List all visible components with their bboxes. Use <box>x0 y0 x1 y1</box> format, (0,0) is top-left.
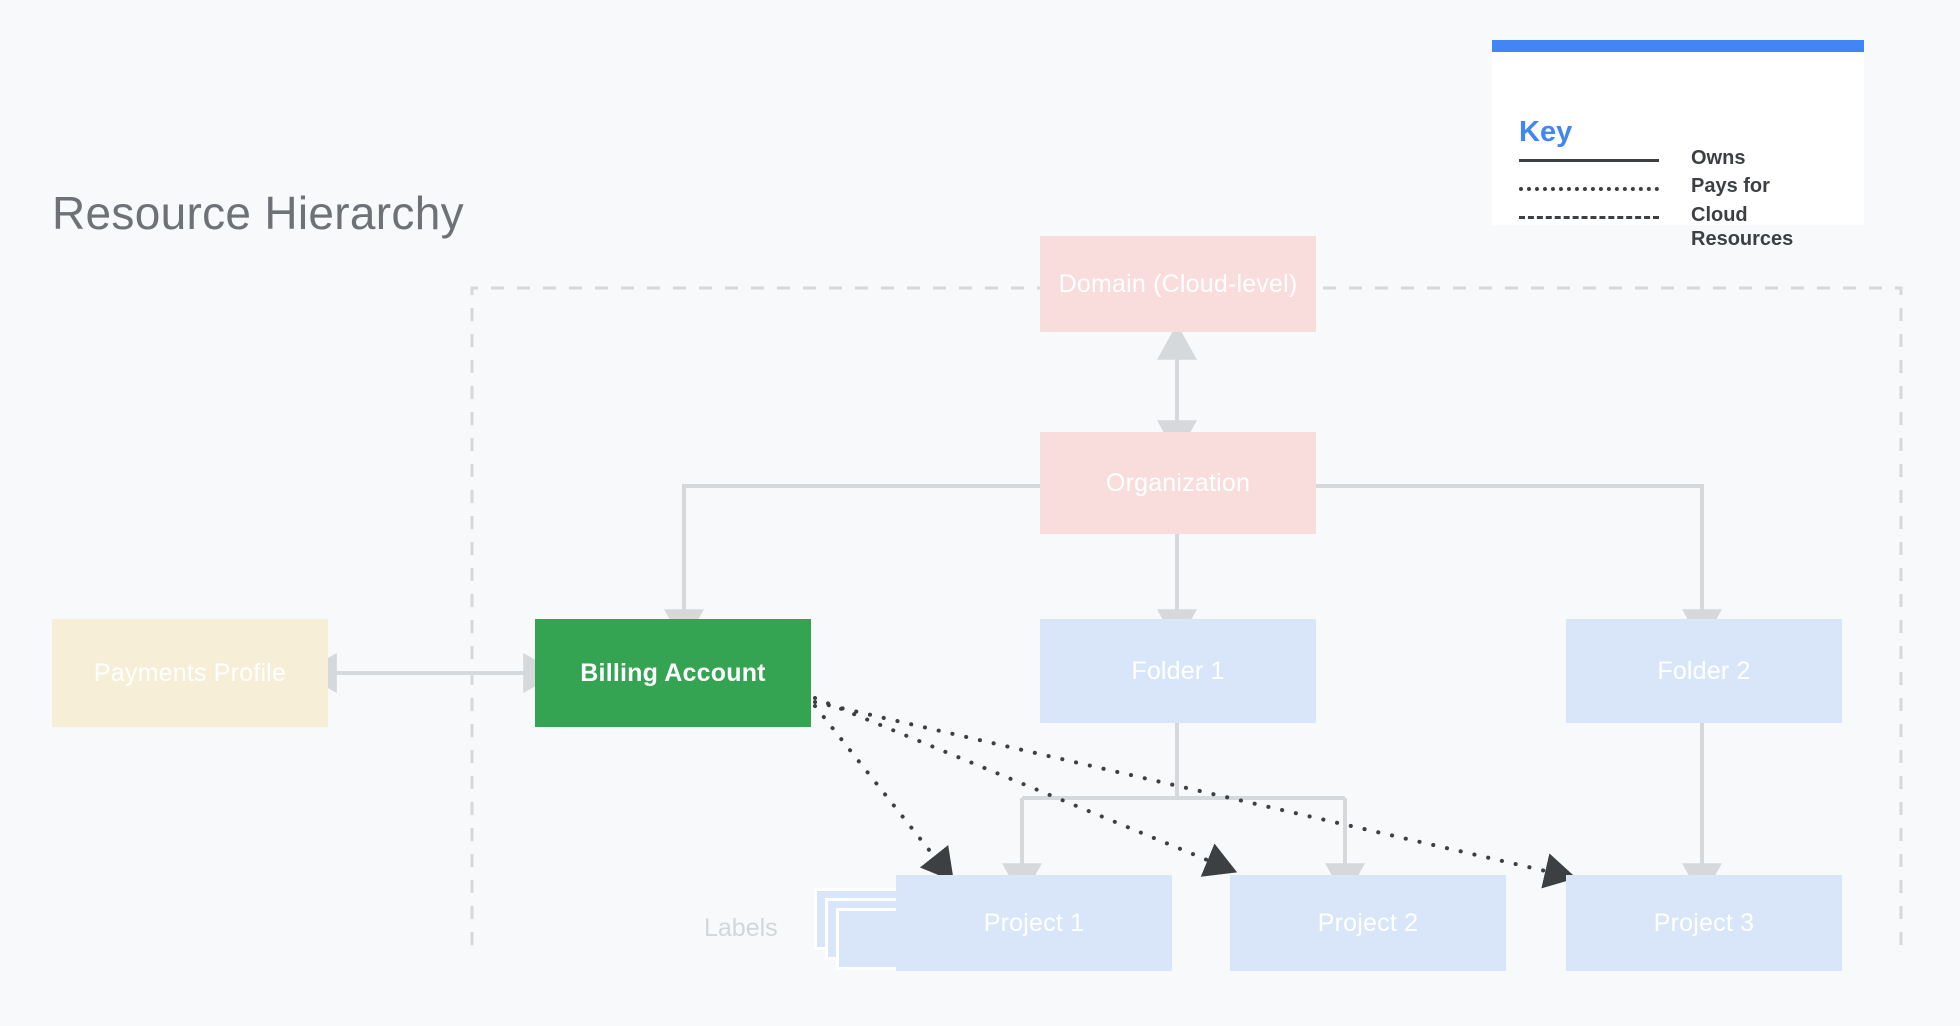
node-project-1[interactable]: Project 1 <box>896 875 1172 971</box>
key-label-cloud-resources: Cloud Resources <box>1691 204 1794 250</box>
solid-line-icon <box>1519 159 1659 162</box>
page-title: Resource Hierarchy <box>52 187 464 239</box>
node-payments-profile-label: Payments Profile <box>93 658 287 687</box>
edge-billing-project1 <box>813 704 954 882</box>
edge-folder1-projects <box>1002 723 1365 900</box>
node-project-3[interactable]: Project 3 <box>1566 875 1842 971</box>
key-panel: Key Owns Pays for Cloud Resources <box>1492 40 1864 250</box>
node-organization-label: Organization <box>1105 468 1251 497</box>
edge-organization-billing <box>664 484 1040 646</box>
node-domain[interactable]: Domain (Cloud-level) <box>1040 236 1316 332</box>
node-project-2-label: Project 2 <box>1317 908 1419 937</box>
key-row-pays-for: Pays for <box>1519 174 1849 208</box>
node-billing-account[interactable]: Billing Account <box>535 619 811 727</box>
node-payments-profile[interactable]: Payments Profile <box>52 619 328 727</box>
node-project-1-label: Project 1 <box>983 908 1085 937</box>
edge-billing-project3 <box>813 700 1577 889</box>
key-label-owns: Owns <box>1691 147 1746 169</box>
dashed-line-icon <box>1519 216 1659 219</box>
edge-billing-project2 <box>813 696 1238 877</box>
node-folder-1-label: Folder 1 <box>1131 656 1225 685</box>
key-row-cloud-resources: Cloud Resources <box>1519 203 1849 250</box>
node-folder-2[interactable]: Folder 2 <box>1566 619 1842 723</box>
node-organization[interactable]: Organization <box>1040 432 1316 534</box>
dotted-line-icon <box>1519 187 1659 191</box>
node-domain-label: Domain (Cloud-level) <box>1058 269 1298 298</box>
key-accent-bar <box>1492 40 1864 52</box>
key-row-owns: Owns <box>1519 146 1849 180</box>
node-folder-2-label: Folder 2 <box>1657 656 1751 685</box>
labels-caption: Labels <box>704 914 778 942</box>
node-project-2[interactable]: Project 2 <box>1230 875 1506 971</box>
node-billing-account-label: Billing Account <box>580 658 766 687</box>
cloud-resources-boundary <box>470 286 1903 945</box>
edge-organization-folder2 <box>1316 484 1722 646</box>
key-label-pays-for: Pays for <box>1691 175 1770 197</box>
node-project-3-label: Project 3 <box>1653 908 1755 937</box>
key-title: Key <box>1519 116 1573 148</box>
node-folder-1[interactable]: Folder 1 <box>1040 619 1316 723</box>
